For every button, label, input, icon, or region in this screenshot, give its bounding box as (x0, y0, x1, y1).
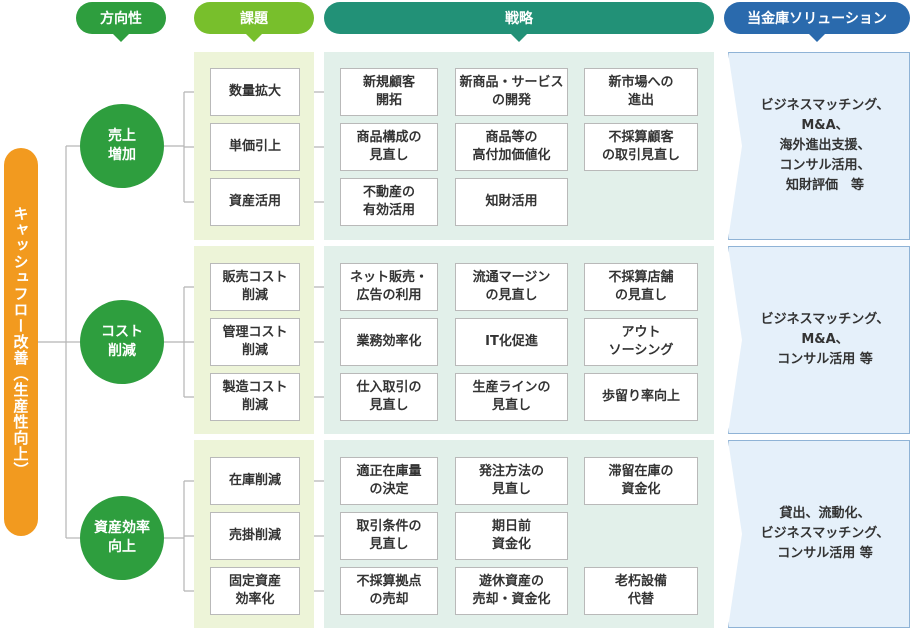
strategy-box: 新商品・サービス の開発 (455, 68, 568, 116)
solution-panel-1 (728, 52, 910, 240)
strategy-box: 商品等の 高付加価値化 (455, 123, 568, 171)
solution-text-3: 貸出、流動化、 ビジネスマッチング、 コンサル活用 等 (760, 505, 890, 562)
strategy-box: 期日前 資金化 (455, 512, 568, 560)
strategy-box: 不採算店舗 の見直し (584, 263, 698, 311)
strategy-box: 取引条件の 見直し (340, 512, 438, 560)
strategy-box: 不動産の 有効活用 (340, 178, 438, 226)
strategy-box: 商品構成の 見直し (340, 123, 438, 171)
strategy-box: 知財活用 (455, 178, 568, 226)
strategy-box: 歩留り率向上 (584, 373, 698, 421)
direction-cost-reduction: コスト 削減 (80, 300, 164, 384)
strategy-box: ネット販売・ 広告の利用 (340, 263, 438, 311)
strategy-box: 仕入取引の 見直し (340, 373, 438, 421)
root-cashflow-improvement: キャッシュフロー改善（生産性向上） (4, 148, 38, 536)
strategy-box: 発注方法の 見直し (455, 457, 568, 505)
issue-inventory-reduction: 在庫削減 (210, 457, 300, 505)
direction-sales-increase: 売上 増加 (80, 104, 164, 188)
issue-fixed-asset-efficiency: 固定資産 効率化 (210, 567, 300, 615)
strategy-box: 遊休資産の 売却・資金化 (455, 567, 568, 615)
issue-price-increase: 単価引上 (210, 123, 300, 171)
strategy-box: 老朽設備 代替 (584, 567, 698, 615)
strategy-box: 新市場への 進出 (584, 68, 698, 116)
header-issue: 課題 (194, 2, 314, 42)
solution-text-1: ビジネスマッチング、 M&A、 海外進出支援、 コンサル活用、 知財評価 等 (760, 97, 890, 194)
strategy-box: 不採算顧客 の取引見直し (584, 123, 698, 171)
header-solution: 当金庫ソリューション (724, 2, 910, 42)
issue-receivables-reduction: 売掛削減 (210, 512, 300, 560)
issue-sales-cost: 販売コスト 削減 (210, 263, 300, 311)
direction-asset-efficiency: 資産効率 向上 (80, 496, 164, 580)
strategy-box: 不採算拠点 の売却 (340, 567, 438, 615)
header-strategy: 戦略 (324, 2, 714, 42)
solution-panel-2 (728, 246, 910, 434)
issue-admin-cost: 管理コスト 削減 (210, 318, 300, 366)
strategy-box: アウト ソーシング (584, 318, 698, 366)
strategy-box: 新規顧客 開拓 (340, 68, 438, 116)
strategy-box: IT化促進 (455, 318, 568, 366)
strategy-box: 業務効率化 (340, 318, 438, 366)
issue-volume-expansion: 数量拡大 (210, 68, 300, 116)
strategy-box: 滞留在庫の 資金化 (584, 457, 698, 505)
header-direction: 方向性 (76, 2, 166, 42)
issue-manufacturing-cost: 製造コスト 削減 (210, 373, 300, 421)
strategy-box: 流通マージン の見直し (455, 263, 568, 311)
solution-panel-3 (728, 440, 910, 628)
solution-text-2: ビジネスマッチング、 M&A、 コンサル活用 等 (760, 311, 890, 368)
issue-asset-utilization: 資産活用 (210, 178, 300, 226)
strategy-box: 適正在庫量 の決定 (340, 457, 438, 505)
strategy-box: 生産ラインの 見直し (455, 373, 568, 421)
